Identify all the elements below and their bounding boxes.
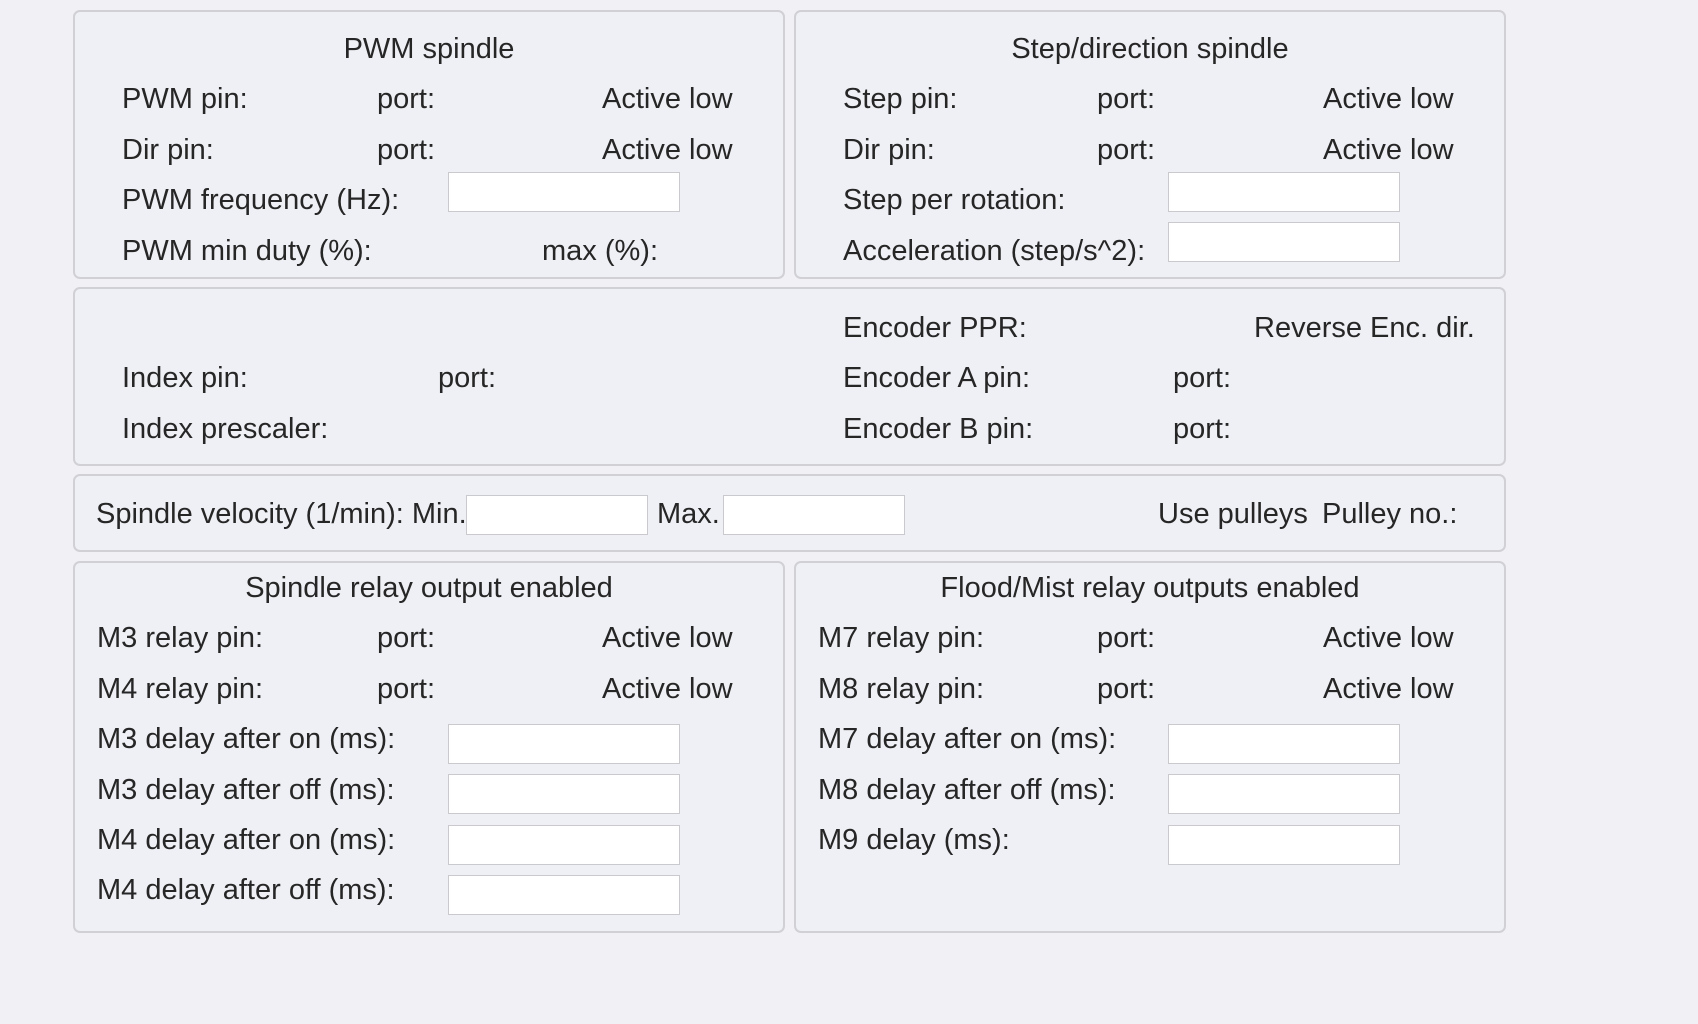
m7-relay-pin-label: M7 relay pin: bbox=[818, 622, 985, 654]
pwm-pin-label: PWM pin: bbox=[122, 83, 248, 115]
index-port-label: port: bbox=[438, 362, 497, 394]
encoder-panel: Encoder PPR: Reverse Enc. dir. Index pin… bbox=[73, 287, 1506, 466]
pwm-port-label: port: bbox=[377, 83, 436, 115]
m3-delay-off-label: M3 delay after off (ms): bbox=[97, 774, 395, 806]
m7-active-low-label[interactable]: Active low bbox=[1323, 622, 1454, 654]
index-prescaler-label: Index prescaler: bbox=[122, 413, 329, 445]
reverse-encoder-dir-label[interactable]: Reverse Enc. dir. bbox=[1254, 312, 1475, 344]
flood-mist-relay-title[interactable]: Flood/Mist relay outputs enabled bbox=[940, 572, 1360, 604]
pwm-max-duty-label: max (%): bbox=[542, 235, 658, 267]
pwm-frequency-input[interactable] bbox=[448, 172, 680, 212]
pwm-min-duty-label: PWM min duty (%): bbox=[122, 235, 372, 267]
m4-delay-off-label: M4 delay after off (ms): bbox=[97, 874, 395, 906]
pwm-active-low-label[interactable]: Active low bbox=[602, 83, 733, 115]
spindle-velocity-min-label: Spindle velocity (1/min): Min. bbox=[96, 498, 467, 530]
encoder-b-port-label: port: bbox=[1173, 413, 1232, 445]
encoder-a-pin-label: Encoder A pin: bbox=[843, 362, 1031, 394]
spindle-velocity-min-input[interactable] bbox=[466, 495, 648, 535]
m4-delay-off-input[interactable] bbox=[448, 875, 680, 915]
pwm-spindle-panel: PWM spindle PWM pin: port: Active low Di… bbox=[73, 10, 785, 279]
encoder-a-port-label: port: bbox=[1173, 362, 1232, 394]
use-pulleys-label[interactable]: Use pulleys bbox=[1158, 498, 1308, 530]
step-active-low-label[interactable]: Active low bbox=[1323, 83, 1454, 115]
m8-relay-pin-label: M8 relay pin: bbox=[818, 673, 985, 705]
m3-delay-off-input[interactable] bbox=[448, 774, 680, 814]
flood-mist-relay-panel: Flood/Mist relay outputs enabled M7 rela… bbox=[794, 561, 1506, 933]
pwm-dir-active-low-label[interactable]: Active low bbox=[602, 134, 733, 166]
m3-relay-pin-label: M3 relay pin: bbox=[97, 622, 264, 654]
m9-delay-label: M9 delay (ms): bbox=[818, 824, 1010, 856]
spindle-relay-title[interactable]: Spindle relay output enabled bbox=[245, 572, 613, 604]
m4-active-low-label[interactable]: Active low bbox=[602, 673, 733, 705]
step-per-rotation-label: Step per rotation: bbox=[843, 184, 1066, 216]
m4-port-label: port: bbox=[377, 673, 436, 705]
m7-delay-on-label: M7 delay after on (ms): bbox=[818, 723, 1117, 755]
m8-port-label: port: bbox=[1097, 673, 1156, 705]
encoder-ppr-label: Encoder PPR: bbox=[843, 312, 1027, 344]
m3-delay-on-input[interactable] bbox=[448, 724, 680, 764]
step-pin-label: Step pin: bbox=[843, 83, 958, 115]
m4-delay-on-label: M4 delay after on (ms): bbox=[97, 824, 396, 856]
index-pin-label: Index pin: bbox=[122, 362, 248, 394]
pulley-no-label: Pulley no.: bbox=[1322, 498, 1458, 530]
spindle-relay-panel: Spindle relay output enabled M3 relay pi… bbox=[73, 561, 785, 933]
stepdir-dir-active-low-label[interactable]: Active low bbox=[1323, 134, 1454, 166]
m8-delay-off-label: M8 delay after off (ms): bbox=[818, 774, 1116, 806]
m4-relay-pin-label: M4 relay pin: bbox=[97, 673, 264, 705]
stepdir-spindle-panel: Step/direction spindle Step pin: port: A… bbox=[794, 10, 1506, 279]
m9-delay-input[interactable] bbox=[1168, 825, 1400, 865]
spindle-velocity-max-input[interactable] bbox=[723, 495, 905, 535]
pwm-spindle-title: PWM spindle bbox=[343, 33, 515, 65]
spindle-velocity-max-label: Max. bbox=[657, 498, 720, 530]
m8-delay-off-input[interactable] bbox=[1168, 774, 1400, 814]
acceleration-label: Acceleration (step/s^2): bbox=[843, 235, 1146, 267]
m7-delay-on-input[interactable] bbox=[1168, 724, 1400, 764]
m3-port-label: port: bbox=[377, 622, 436, 654]
encoder-b-pin-label: Encoder B pin: bbox=[843, 413, 1034, 445]
stepdir-dir-pin-label: Dir pin: bbox=[843, 134, 935, 166]
stepdir-dir-port-label: port: bbox=[1097, 134, 1156, 166]
m3-delay-on-label: M3 delay after on (ms): bbox=[97, 723, 396, 755]
m3-active-low-label[interactable]: Active low bbox=[602, 622, 733, 654]
step-port-label: port: bbox=[1097, 83, 1156, 115]
pwm-frequency-label: PWM frequency (Hz): bbox=[122, 184, 400, 216]
step-per-rotation-input[interactable] bbox=[1168, 172, 1400, 212]
pwm-dir-port-label: port: bbox=[377, 134, 436, 166]
m8-active-low-label[interactable]: Active low bbox=[1323, 673, 1454, 705]
m4-delay-on-input[interactable] bbox=[448, 825, 680, 865]
m7-port-label: port: bbox=[1097, 622, 1156, 654]
pwm-dir-pin-label: Dir pin: bbox=[122, 134, 214, 166]
acceleration-input[interactable] bbox=[1168, 222, 1400, 262]
stepdir-spindle-title: Step/direction spindle bbox=[1011, 33, 1289, 65]
spindle-velocity-panel: Spindle velocity (1/min): Min. Max. Use … bbox=[73, 474, 1506, 552]
